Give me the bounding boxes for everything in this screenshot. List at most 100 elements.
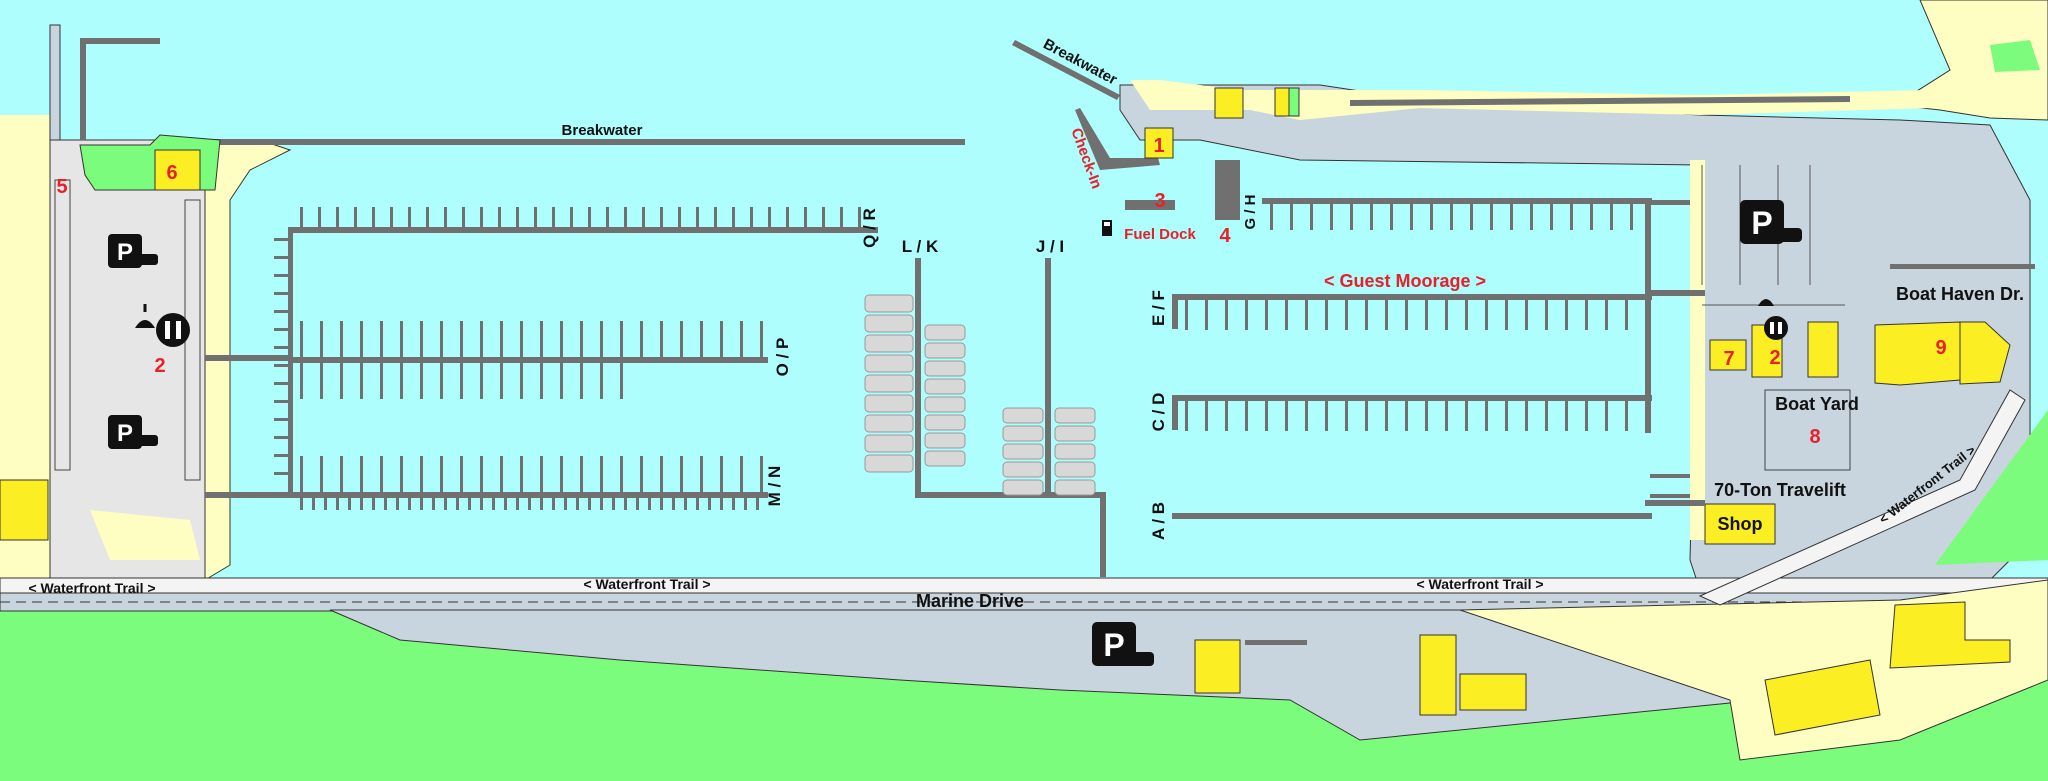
dock-network — [205, 160, 1705, 577]
building-top-a — [1214, 87, 1244, 119]
finger-mn-top — [760, 456, 763, 492]
finger-mn-bottom — [444, 498, 447, 510]
finger-qr — [732, 207, 735, 227]
finger-qr — [426, 207, 429, 227]
floating-dock-block — [864, 314, 914, 333]
finger-mn-top — [300, 456, 303, 492]
dock-lk — [915, 258, 921, 498]
finger-ef — [1225, 300, 1228, 330]
finger-qr — [498, 207, 501, 227]
floating-dock-block — [1054, 407, 1096, 424]
finger-gh — [1390, 204, 1393, 230]
dock-cd-end — [1172, 395, 1178, 430]
finger-mn-top — [620, 456, 623, 492]
finger-op-top — [720, 321, 723, 357]
dock-right-spine — [1645, 198, 1651, 433]
finger-cd — [1225, 401, 1228, 431]
finger-gh — [1450, 204, 1453, 230]
finger-cd — [1185, 401, 1188, 431]
fuel-dock-label: Fuel Dock — [1124, 226, 1196, 243]
finger-op-bottom — [320, 363, 323, 399]
finger-op-top — [600, 321, 603, 357]
finger-op-top — [400, 321, 403, 357]
finger-op-bottom — [480, 363, 483, 399]
walkway-stub — [274, 382, 288, 385]
south-building-1 — [1194, 639, 1241, 694]
marker-3: 3 — [1154, 190, 1165, 212]
finger-mn-bottom — [756, 498, 759, 510]
finger-op-top — [420, 321, 423, 357]
south-building-3 — [1459, 673, 1527, 711]
finger-ef — [1625, 300, 1628, 330]
finger-cd — [1525, 401, 1528, 431]
breakwater-right-angle — [1012, 40, 1120, 100]
finger-op-top — [440, 321, 443, 357]
floating-dock-block — [864, 334, 914, 353]
boat-yard-lot — [1764, 389, 1851, 471]
finger-mn-top — [580, 456, 583, 492]
finger-cd — [1545, 401, 1548, 431]
finger-qr — [840, 207, 843, 227]
dock-label-op: O / P — [773, 338, 792, 377]
finger-op-bottom — [460, 363, 463, 399]
finger-mn-top — [380, 456, 383, 492]
finger-cd — [1385, 401, 1388, 431]
south-short-pier — [1245, 640, 1307, 645]
finger-ef — [1205, 300, 1208, 330]
gangway-op — [205, 355, 290, 361]
floating-dock-blocks — [864, 294, 1096, 496]
finger-qr — [354, 207, 357, 227]
walkway-stub — [274, 310, 288, 313]
finger-op-top — [760, 321, 763, 357]
walkway-stub — [274, 346, 288, 349]
finger-op-top — [700, 321, 703, 357]
finger-mn-top — [540, 456, 543, 492]
finger-qr — [678, 207, 681, 227]
finger-ef — [1565, 300, 1568, 330]
finger-qr — [660, 207, 663, 227]
shower-icon-right — [1758, 299, 1774, 306]
restroom-icon-right — [1764, 316, 1788, 340]
parking-icon-south: P — [1092, 622, 1154, 666]
finger-qr — [408, 207, 411, 227]
marker-9: 9 — [1935, 337, 1946, 359]
finger-cd — [1245, 401, 1248, 431]
dock-gangway-center — [1100, 492, 1106, 577]
finger-cd — [1445, 401, 1448, 431]
breakwater-left-line — [165, 139, 965, 145]
finger-mn-top — [400, 456, 403, 492]
finger-op-top — [460, 321, 463, 357]
finger-mn-bottom — [588, 498, 591, 510]
dock-ji — [1045, 258, 1051, 498]
finger-op-bottom — [560, 363, 563, 399]
dock-ef-end — [1172, 294, 1178, 329]
finger-ef — [1405, 300, 1408, 330]
finger-cd — [1325, 401, 1328, 431]
finger-mn-bottom — [684, 498, 687, 510]
finger-cd — [1285, 401, 1288, 431]
building-6 — [154, 149, 201, 191]
finger-gh — [1290, 204, 1293, 230]
building-1 — [1144, 127, 1174, 159]
dock-gh-gangway — [1220, 160, 1226, 220]
finger-qr — [768, 207, 771, 227]
finger-op-top — [620, 321, 623, 357]
finger-op-top — [640, 321, 643, 357]
finger-mn-top — [480, 456, 483, 492]
finger-gh — [1310, 204, 1313, 230]
finger-qr — [624, 207, 627, 227]
finger-mn-top — [560, 456, 563, 492]
floating-dock-block — [1054, 425, 1096, 442]
finger-mn-top — [660, 456, 663, 492]
finger-op-bottom — [300, 363, 303, 399]
finger-ef — [1585, 300, 1588, 330]
finger-gh — [1550, 204, 1553, 230]
finger-qr — [300, 207, 303, 227]
finger-mn-bottom — [384, 498, 387, 510]
floating-dock-block — [924, 324, 966, 341]
finger-mn-bottom — [396, 498, 399, 510]
walkway-stub — [274, 436, 288, 439]
finger-mn-bottom — [564, 498, 567, 510]
finger-gh — [1370, 204, 1373, 230]
